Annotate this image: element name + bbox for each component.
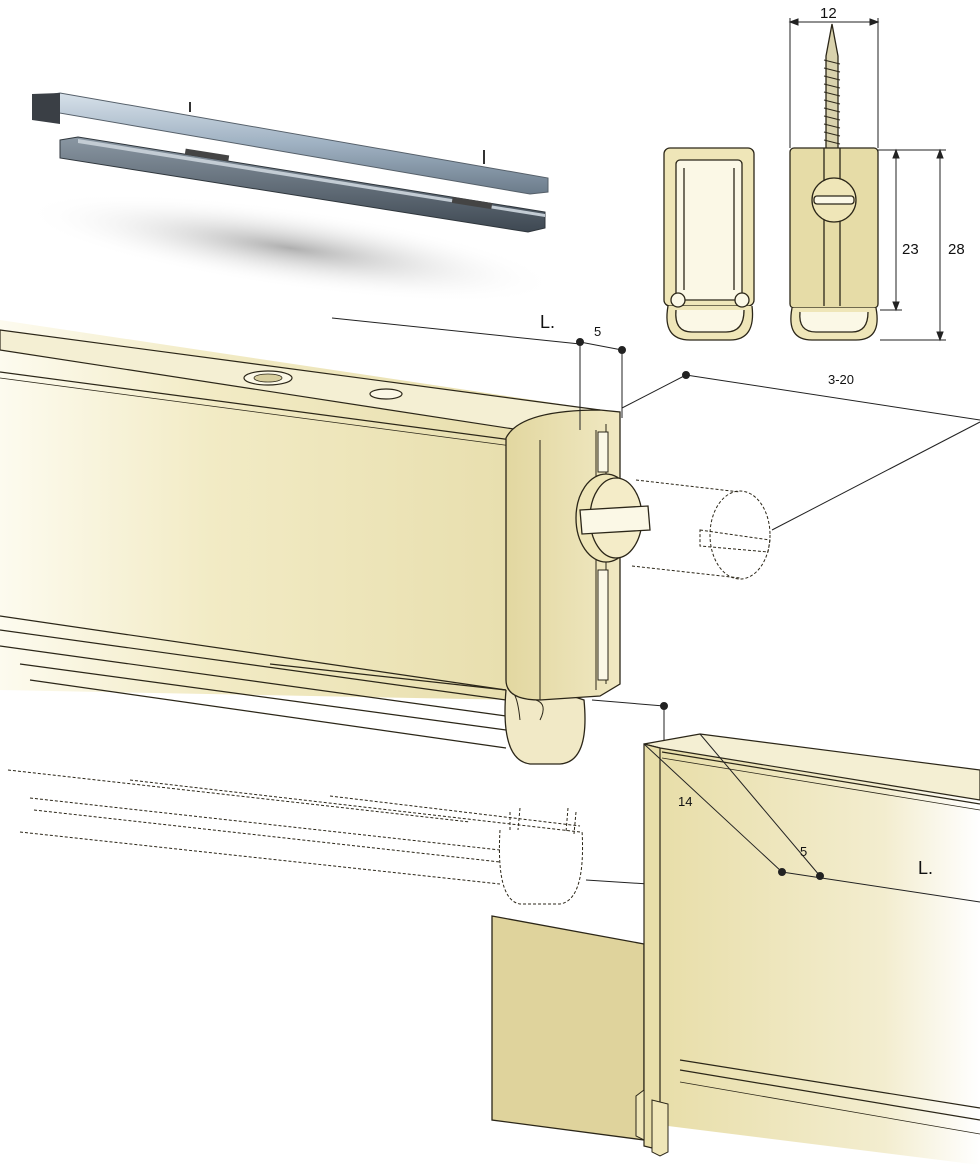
dim-total-height: 28 [948,241,965,258]
dim-bracket-range: 3-20 [828,372,854,387]
lower-rail-clip [184,148,230,162]
bottom-profile [491,733,980,1165]
dashed-cylinder [631,479,771,580]
upper-rail-cap [32,93,60,124]
bottom-profile-body [660,748,980,1165]
dimension-lines-bottom [643,733,980,903]
profile-grooves [0,615,507,749]
dim-inner-height: 23 [902,241,919,258]
lower-rail-highlight [78,139,545,217]
adjuster-knob [575,473,651,563]
main-profile [0,320,771,765]
rail-photo [22,92,558,303]
screw-thread [823,59,841,145]
lower-rail-clip [451,196,493,210]
end-plate [491,915,645,1141]
dashed-lower-profile [7,769,583,905]
dim-end-offset-bottom: 5 [800,844,807,859]
mount-hole [369,388,403,400]
bottom-clip [504,689,586,765]
lower-rail [59,136,546,233]
dim-length-top: L. [540,312,555,332]
dim-screw-width: 12 [820,5,837,22]
dim-end-offset-top: 5 [594,324,601,339]
dimension-lines-cross [788,18,946,342]
bracket-cross-section [789,23,879,341]
profile-cross-section [663,147,755,341]
dim-drop: 14 [678,794,692,809]
dim-length-bottom: L. [918,858,933,878]
rail-shadow [22,193,558,303]
